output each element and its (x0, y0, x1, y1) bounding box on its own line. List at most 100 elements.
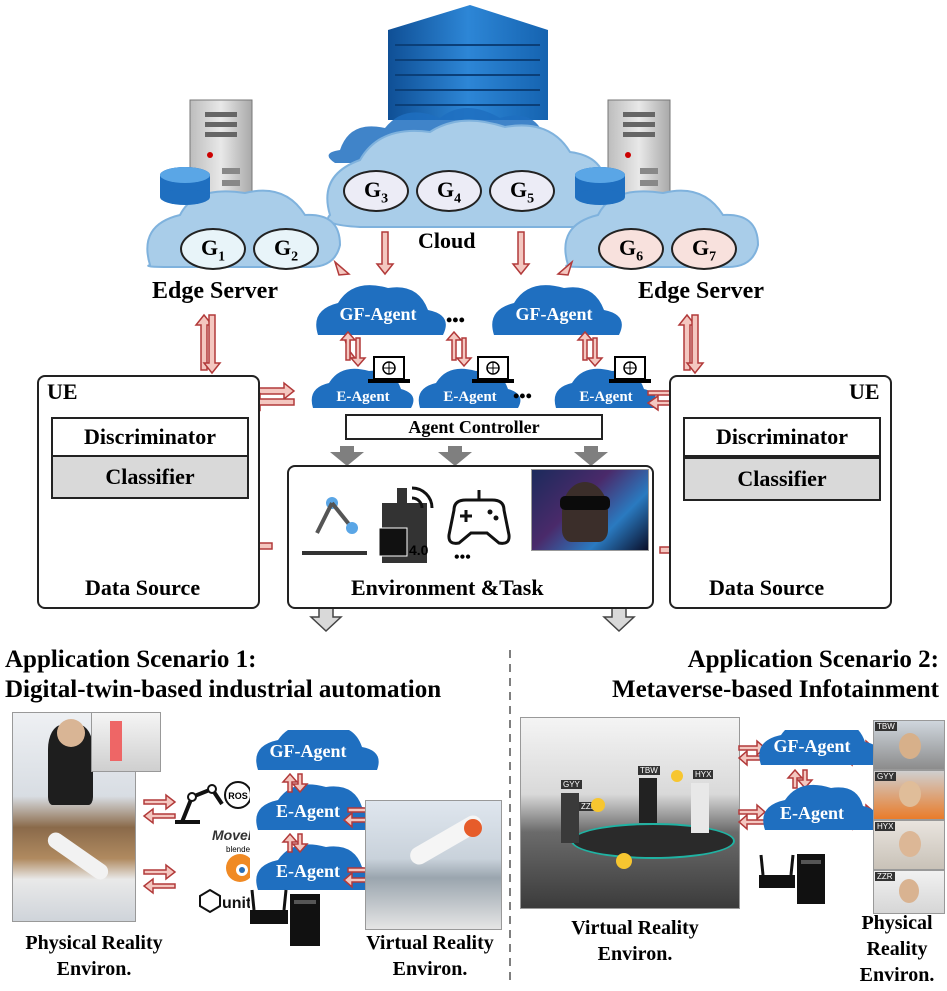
person-head (57, 719, 85, 747)
participant-tag-zzr: ZZR (875, 872, 895, 881)
participant-photo-zzr: ZZR (873, 870, 945, 914)
participant-photo-hyx: HYX (873, 820, 945, 870)
s1-e-agent-label-1: E-Agent (276, 801, 340, 821)
robot-arm-physical (44, 829, 112, 883)
scenario2-title-line1: Application Scenario 2: (687, 646, 939, 673)
g3-node: G3 (343, 170, 409, 212)
discriminator-right: Discriminator (683, 417, 881, 457)
ue-left-panel: UE Discriminator Classifier Data Source (37, 375, 260, 609)
physical-reality-photo (12, 712, 136, 922)
s2-pc-tower-icon (797, 854, 825, 904)
laptop-icon-2 (472, 356, 514, 383)
participant-face-tbw (899, 733, 921, 759)
ros-icon: ROS (224, 781, 250, 809)
g6-node: G6 (598, 228, 664, 270)
s1-gf-agent-label: GF-Agent (269, 741, 347, 761)
cloud-label: Cloud (418, 228, 476, 253)
gf-ellipsis: ••• (446, 310, 465, 330)
avatar-tag-hyx: HYX (693, 770, 714, 779)
unity-icon (199, 888, 221, 914)
environment-ellipsis: ••• (454, 549, 471, 566)
avatar-tag-zzr: ZZR (579, 802, 599, 811)
s2-gf-agent-cloud (759, 730, 875, 765)
gf-agent-label-left: GF-Agent (339, 304, 417, 324)
scenario1-tool-icons: ROS MoveIt blender unity (175, 781, 250, 914)
participant-face-gyy (899, 781, 921, 807)
svg-text:4.0: 4.0 (409, 542, 429, 558)
pc-tower-icon (290, 894, 320, 946)
emoji-icon-2 (616, 853, 632, 869)
edge-server-left-label: Edge Server (152, 278, 278, 304)
e-ellipsis: ••• (513, 386, 532, 406)
avatar-tag-gyy: GYY (561, 780, 582, 789)
e-agent-label-1: E-Agent (336, 389, 390, 405)
s2-router-icon (759, 854, 795, 888)
scenario2-title-line2: Metaverse-based Infotainment (611, 676, 939, 703)
svg-text:ROS: ROS (228, 791, 248, 801)
laptop-icon-1 (368, 356, 410, 383)
avatar-figure-2 (639, 778, 657, 823)
s2-e-agent-cloud (763, 785, 875, 830)
avatar-figure-1 (561, 793, 579, 843)
s1-e-agent-label-2: E-Agent (276, 861, 340, 881)
controller-arrows (330, 446, 608, 466)
s1-left-arrows (142, 793, 177, 895)
gf-agent-cloud-right (492, 285, 622, 335)
e-agent-label-3: E-Agent (579, 389, 633, 405)
robot-arm-icon (175, 784, 224, 824)
s1-virtual-label: Virtual Reality Environ. (366, 932, 494, 980)
classifier-left: Classifier (51, 455, 249, 499)
robot-arm-inset (110, 721, 122, 761)
participant-tag-tbw: TBW (875, 722, 897, 731)
g2-node: G2 (253, 228, 319, 270)
gf-agent-cloud-left (316, 285, 446, 335)
scenario1-title-line1: Application Scenario 1: (5, 646, 257, 673)
s2-physical-label-2: Reality (866, 938, 928, 960)
edge-server-right-label: Edge Server (638, 278, 764, 304)
gamepad-icon (447, 490, 511, 545)
database-right-icon (575, 167, 625, 205)
s1-gf-agent-cloud (256, 730, 379, 770)
environment-label: Environment &Task (351, 575, 544, 600)
vr-headset (560, 496, 610, 510)
avatar-tag-tbw: TBW (638, 766, 660, 775)
e-agent-label-2: E-Agent (443, 389, 497, 405)
s2-physical-label-1: Physical (861, 912, 933, 934)
avatar-figure-3 (691, 783, 709, 833)
emoji-icon-1 (591, 798, 605, 812)
s2-virtual-label: Virtual Reality Environ. (571, 917, 699, 965)
gf-agent-label-right: GF-Agent (515, 304, 593, 324)
participant-face-hyx (899, 831, 921, 857)
s1-physical-label: Physical Reality Environ. (25, 932, 163, 980)
blender-icon: blender (226, 845, 250, 882)
g7-node: G7 (671, 228, 737, 270)
ue-left-title: UE (47, 379, 78, 404)
s2-gf-agent-label: GF-Agent (773, 736, 851, 756)
environment-panel: 4.0 ••• Environment &Task (287, 465, 654, 609)
classifier-right: Classifier (683, 457, 881, 501)
participant-photo-gyy: GYY (873, 770, 945, 820)
discriminator-left: Discriminator (51, 417, 249, 457)
database-left-icon (160, 167, 210, 205)
physical-reality-inset-photo (91, 712, 161, 772)
ue-right-panel: UE Discriminator Classifier Data Source (669, 375, 892, 609)
s2-physical-label-3: Environ. (859, 964, 935, 986)
data-source-left-label: Data Source (85, 575, 201, 600)
participant-face-zzr (899, 879, 919, 903)
scenario1-agents (250, 730, 379, 946)
ue-right-title: UE (849, 379, 880, 404)
unity-label: unity (222, 895, 250, 912)
scenario2-agents (737, 730, 875, 904)
participant-tag-hyx: HYX (875, 822, 896, 831)
participant-tag-gyy: GYY (875, 772, 896, 781)
meeting-table (571, 823, 735, 859)
s2-e-agent-label: E-Agent (780, 803, 844, 823)
agent-controller: Agent Controller (345, 414, 603, 440)
g1-node: G1 (180, 228, 246, 270)
laptop-icon-3 (609, 356, 651, 383)
data-source-right-label: Data Source (709, 575, 825, 600)
participant-photo-tbw: TBW (873, 720, 945, 770)
metaverse-meeting-photo: GYY TBW HYX ZZR (520, 717, 740, 909)
svg-text:blender: blender (226, 845, 250, 854)
g5-node: G5 (489, 170, 555, 212)
